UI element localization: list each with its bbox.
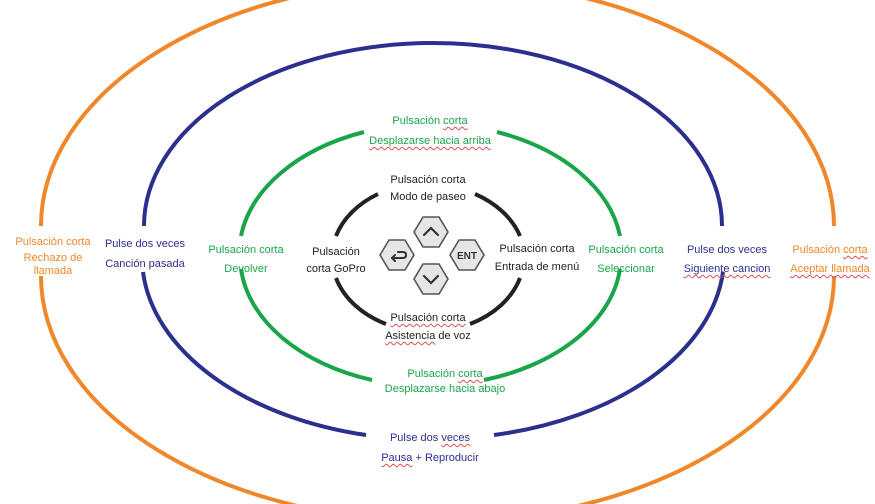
back-arrow-icon	[379, 239, 415, 271]
green-left-label: Pulsación corta Devolver	[208, 244, 284, 275]
green-top-label: Pulsación corta Desplazarse hacia arriba	[369, 115, 491, 147]
black-left-label: Pulsación corta GoPro	[306, 246, 366, 275]
chevron-up-icon	[413, 216, 449, 248]
chevron-down-icon	[413, 263, 449, 295]
navy-left-label: Pulse dos veces Canción pasada	[104, 238, 186, 270]
enter-button[interactable]: ENT	[448, 238, 486, 272]
navy-bottom-label: Pulse dos veces Pausa + Reproducir	[381, 432, 479, 464]
back-button[interactable]	[378, 238, 416, 272]
orange-right-label: Pulsación corta Aceptar llamada	[790, 244, 870, 275]
down-button[interactable]	[412, 262, 450, 296]
navy-right-label: Pulse dos veces Siguiente cancion	[683, 244, 771, 275]
green-right-label: Pulsación corta Seleccionar	[588, 244, 664, 275]
green-bottom-label: Pulsación corta Desplazarse hacia abajo	[384, 368, 506, 395]
enter-label: ENT	[457, 251, 477, 262]
up-button[interactable]	[412, 215, 450, 249]
orange-ring	[39, 0, 836, 504]
black-top-label: Pulsación corta Modo de paseo	[390, 174, 466, 203]
orange-left-label: Pulsación corta Rechazo de llamada	[15, 236, 91, 277]
navy-ring	[141, 41, 725, 437]
black-right-label: Pulsación corta Entrada de menú	[494, 243, 580, 273]
green-ring	[239, 130, 622, 382]
black-bottom-label: Pulsación corta Asistencia de voz	[385, 312, 471, 342]
black-ring	[334, 192, 522, 326]
